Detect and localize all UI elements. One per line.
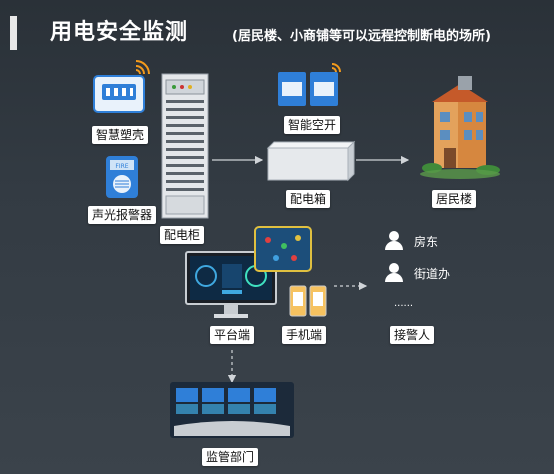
title-accent-bar xyxy=(10,16,17,50)
mobile-phones xyxy=(289,285,327,317)
building-icon xyxy=(420,76,500,179)
svg-text:FIRE: FIRE xyxy=(115,163,128,170)
label-building: 居民楼 xyxy=(432,190,477,208)
smart-shell-device xyxy=(93,60,150,113)
distribution-cabinet xyxy=(161,73,209,219)
distribution-box xyxy=(266,140,356,182)
label-smart-shell: 智慧塑壳 xyxy=(92,126,149,144)
label-supervisor: 监管部门 xyxy=(202,448,259,466)
smart-switch-device xyxy=(278,63,341,106)
supervisor-control-room xyxy=(170,382,294,438)
label-dist-box: 配电箱 xyxy=(286,190,331,208)
receiver-more: ...... xyxy=(394,298,414,309)
label-cabinet: 配电柜 xyxy=(160,226,205,244)
label-platform: 平台端 xyxy=(210,326,255,344)
label-mobile: 手机端 xyxy=(282,326,327,344)
label-smart-switch: 智能空开 xyxy=(284,116,341,134)
platform-monitor xyxy=(185,251,277,318)
receiver-landlord: 房东 xyxy=(414,235,439,249)
label-alarm: 声光报警器 xyxy=(88,206,157,224)
map-callout xyxy=(254,226,312,272)
street-office-icon xyxy=(385,263,403,282)
page-title: 用电安全监测 xyxy=(50,20,189,45)
landlord-icon xyxy=(385,231,403,250)
page-subtitle: (居民楼、小商铺等可以远程控制断电的场所) xyxy=(232,29,491,44)
receiver-street-office: 街道办 xyxy=(414,267,451,281)
alarm-device: FIRE xyxy=(106,156,138,198)
label-receiver: 接警人 xyxy=(390,326,435,344)
